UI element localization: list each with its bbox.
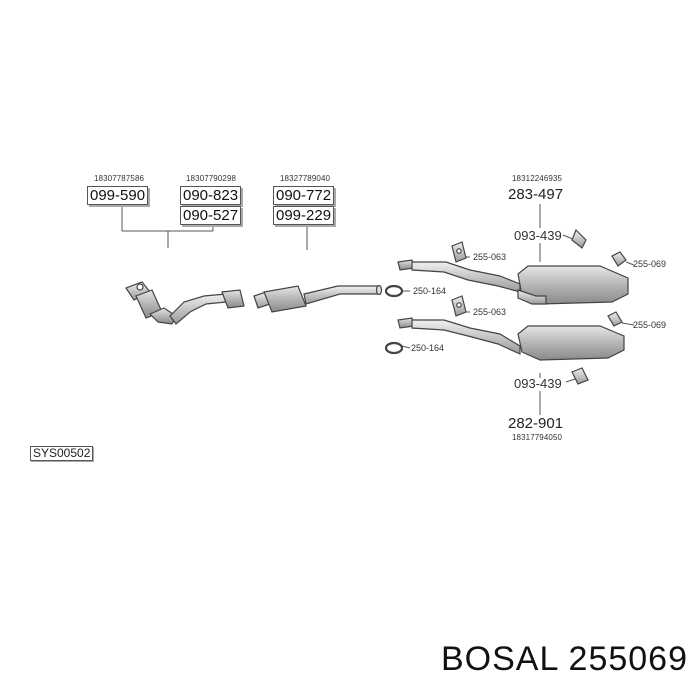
oem-number-front: 18307787586 <box>94 174 145 183</box>
rear-muffler-upper <box>384 228 629 305</box>
center-pipe-converter <box>253 284 383 313</box>
system-code-box: SYS00502 <box>30 446 94 461</box>
oem-number-center: 18327789040 <box>280 174 331 183</box>
part-255-069-bot[interactable]: 255-069 <box>633 320 667 330</box>
part-box-099-229[interactable]: 099-229 <box>273 206 335 225</box>
part-250-164-top[interactable]: 250-164 <box>413 286 447 296</box>
part-255-069-top[interactable]: 255-069 <box>633 259 667 269</box>
leader-lines-front <box>121 200 308 250</box>
catalytic-converter-front <box>125 281 245 325</box>
part-093-439-top[interactable]: 093-439 <box>514 228 562 243</box>
part-093-439-bottom[interactable]: 093-439 <box>514 376 562 391</box>
part-282-901[interactable]: 282-901 <box>508 415 564 432</box>
oem-number-rear-upper: 18312246935 <box>512 174 563 183</box>
part-box-090-527[interactable]: 090-527 <box>180 206 242 225</box>
part-250-164-bot[interactable]: 250-164 <box>411 343 445 353</box>
part-box-090-772[interactable]: 090-772 <box>273 186 335 205</box>
part-283-497[interactable]: 283-497 <box>508 186 564 203</box>
part-box-090-823[interactable]: 090-823 <box>180 186 242 205</box>
part-box-099-590[interactable]: 099-590 <box>87 186 149 205</box>
brand-part-footer: BOSAL 255069 <box>440 640 688 678</box>
part-255-063-top[interactable]: 255-063 <box>473 252 507 262</box>
oem-number-mid: 18307790298 <box>186 174 237 183</box>
part-255-063-bot[interactable]: 255-063 <box>473 307 507 317</box>
oem-number-rear-lower: 18317794050 <box>512 433 563 442</box>
rear-muffler-lower <box>384 295 625 385</box>
